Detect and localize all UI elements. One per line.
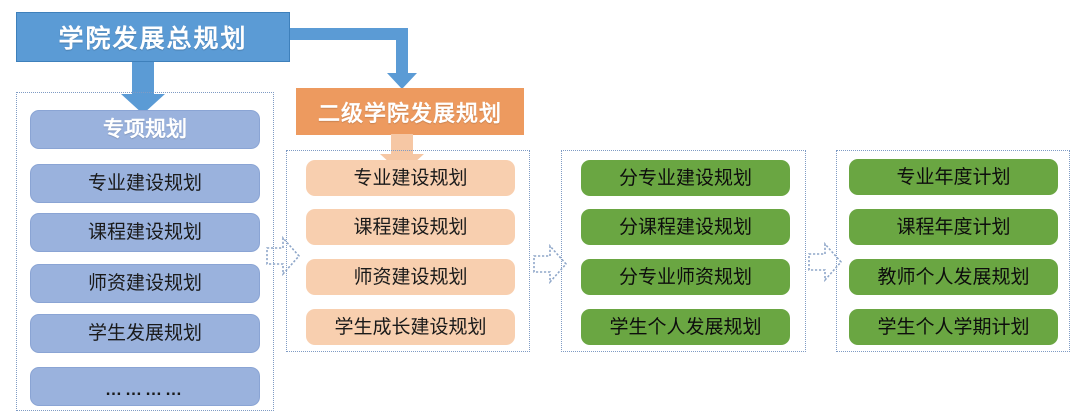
master-plan-box: 学院发展总规划: [16, 12, 290, 62]
secondary-college-plan-box: 二级学院发展规划: [296, 88, 524, 135]
arrow-shaft: [132, 62, 154, 94]
list-item-special-plans-0: 专项规划: [30, 110, 260, 149]
list-item-annual-plans-1: 课程年度计划: [849, 209, 1058, 245]
list-item-subdivided-plans-2: 分专业师资规划: [581, 259, 790, 295]
arrow-head: [121, 94, 165, 114]
arrow-shaft: [391, 134, 413, 154]
list-item-subdivided-plans-0: 分专业建设规划: [581, 160, 790, 196]
list-item-special-plans-2: 课程建设规划: [30, 213, 260, 252]
list-item-annual-plans-2: 教师个人发展规划: [849, 259, 1058, 295]
list-item-subdivided-plans-1: 分课程建设规划: [581, 209, 790, 245]
list-item-special-plans-5: …………: [30, 367, 260, 406]
elbow-vertical-segment: [396, 28, 408, 76]
elbow-horizontal-segment: [290, 28, 408, 40]
down-arrow-icon-master-to-special: [121, 62, 165, 114]
list-item-subdivided-plans-3: 学生个人发展规划: [581, 309, 790, 345]
column-container-subdivided-plans: [561, 150, 806, 352]
column-container-secondary-college-plans: [286, 150, 530, 352]
list-item-secondary-college-plans-0: 专业建设规划: [306, 160, 515, 196]
list-item-secondary-college-plans-3: 学生成长建设规划: [306, 309, 515, 345]
list-item-annual-plans-3: 学生个人学期计划: [849, 309, 1058, 345]
list-item-annual-plans-0: 专业年度计划: [849, 159, 1058, 195]
list-item-special-plans-4: 学生发展规划: [30, 314, 260, 353]
list-item-secondary-college-plans-1: 课程建设规划: [306, 209, 515, 245]
column-container-annual-plans: [836, 150, 1070, 352]
list-item-special-plans-1: 专业建设规划: [30, 164, 260, 203]
elbow-arrowhead-icon: [387, 73, 417, 89]
list-item-secondary-college-plans-2: 师资建设规划: [306, 259, 515, 295]
list-item-special-plans-3: 师资建设规划: [30, 264, 260, 303]
right-arrow-icon-col3-to-col4: [808, 241, 842, 283]
right-arrow-icon-col1-to-col2: [266, 235, 300, 277]
right-arrow-icon-col2-to-col3: [533, 243, 567, 285]
